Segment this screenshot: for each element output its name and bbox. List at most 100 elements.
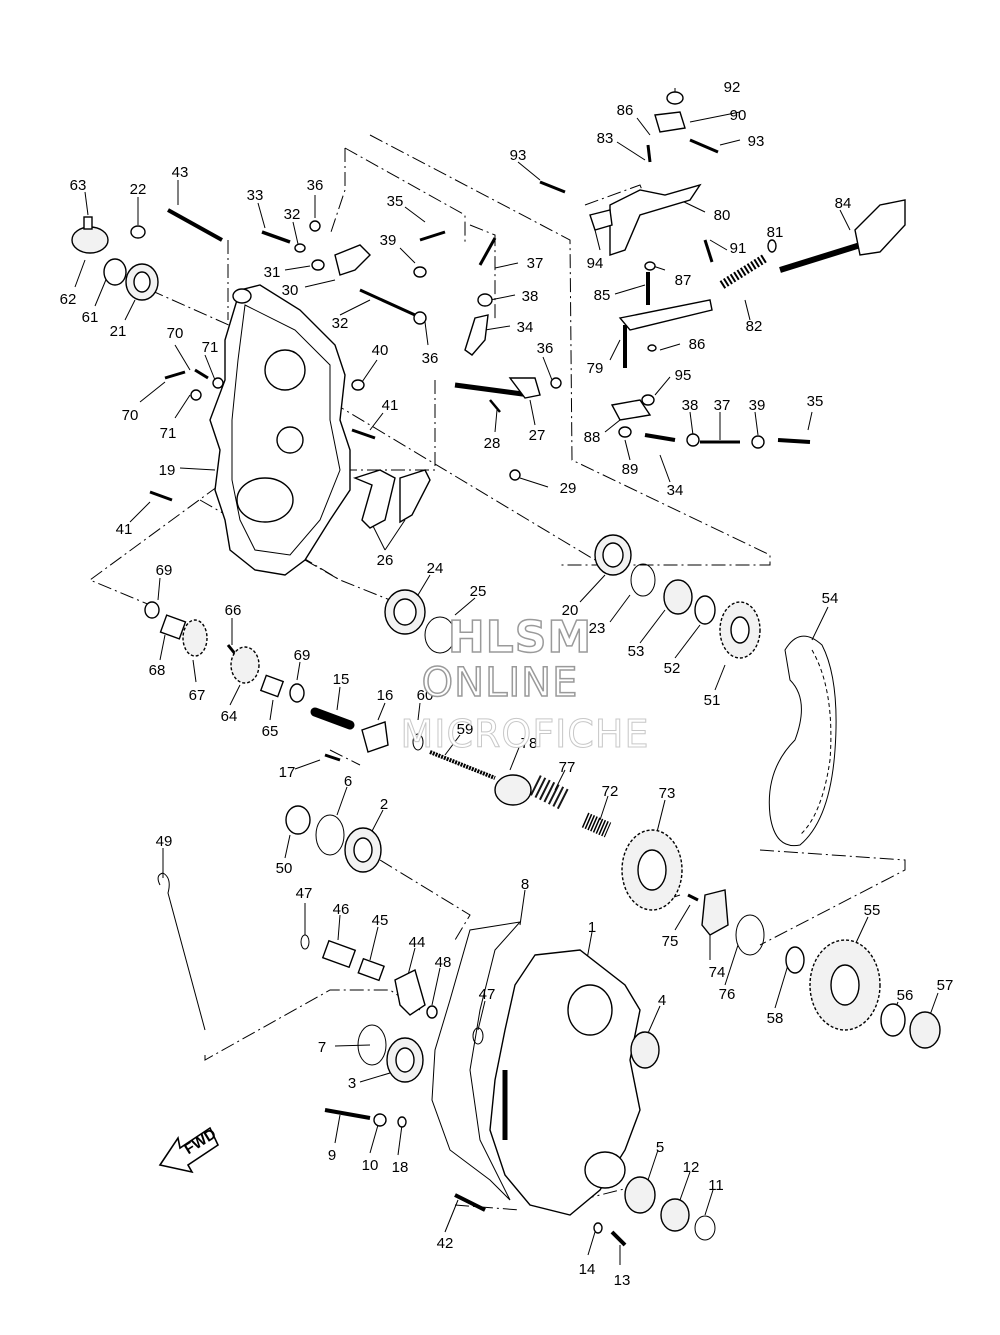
bolt-43 bbox=[167, 208, 223, 242]
callout-93b: 93 bbox=[510, 147, 527, 164]
callout-95: 95 bbox=[675, 367, 692, 384]
callout-88: 88 bbox=[584, 429, 601, 446]
callout-72: 72 bbox=[602, 783, 619, 800]
callout-52: 52 bbox=[664, 660, 681, 677]
washer-81 bbox=[767, 239, 777, 253]
pin-28 bbox=[489, 399, 501, 413]
callout-58: 58 bbox=[767, 1010, 784, 1027]
callout-89: 89 bbox=[622, 461, 639, 478]
callout-4: 4 bbox=[658, 992, 666, 1009]
seal-4 bbox=[630, 1031, 660, 1069]
callout-86a: 86 bbox=[617, 102, 634, 119]
callout-18: 18 bbox=[392, 1159, 409, 1176]
callout-84: 84 bbox=[835, 195, 852, 212]
left-cover-assembly bbox=[71, 208, 562, 576]
callout-83: 83 bbox=[597, 130, 614, 147]
callout-28: 28 bbox=[484, 435, 501, 452]
callout-2: 2 bbox=[380, 796, 388, 813]
bearing-65 bbox=[259, 674, 285, 698]
o-ring-29 bbox=[509, 469, 521, 481]
rod-end-34 bbox=[644, 433, 676, 442]
callout-94: 94 bbox=[587, 255, 604, 272]
callout-10: 10 bbox=[362, 1157, 379, 1174]
nut-95 bbox=[641, 394, 655, 406]
callout-45: 45 bbox=[372, 912, 389, 929]
spring-77 bbox=[530, 775, 570, 810]
callout-3: 3 bbox=[348, 1075, 356, 1092]
callout-68: 68 bbox=[149, 662, 166, 679]
bolt-70b bbox=[194, 368, 209, 380]
callout-37b: 37 bbox=[527, 255, 544, 272]
callout-92: 92 bbox=[724, 79, 741, 96]
clip-47a bbox=[300, 934, 310, 950]
bolt-70a bbox=[164, 370, 186, 380]
washer-32 bbox=[294, 243, 306, 253]
callout-35b: 35 bbox=[387, 193, 404, 210]
callout-31: 31 bbox=[264, 264, 281, 281]
circlip-25 bbox=[424, 616, 456, 654]
callout-70a: 70 bbox=[167, 325, 184, 342]
shift-lever-84 bbox=[854, 199, 906, 256]
bolt-41a bbox=[351, 428, 376, 440]
shaft-84 bbox=[779, 239, 871, 273]
collar-74 bbox=[701, 889, 729, 936]
callout-15: 15 bbox=[333, 671, 350, 688]
washer-71b bbox=[190, 389, 202, 401]
cover-dowel bbox=[232, 288, 252, 304]
callout-13: 13 bbox=[614, 1272, 631, 1289]
callout-36a: 36 bbox=[307, 177, 324, 194]
callout-75: 75 bbox=[662, 933, 679, 950]
callout-53: 53 bbox=[628, 643, 645, 660]
shaft-15 bbox=[310, 707, 355, 730]
callout-70b: 70 bbox=[122, 407, 139, 424]
callout-39a: 39 bbox=[749, 397, 766, 414]
bolt-9 bbox=[324, 1108, 371, 1120]
seal-5 bbox=[624, 1176, 656, 1214]
callout-47a: 47 bbox=[296, 885, 313, 902]
rod-end-35 bbox=[419, 230, 446, 242]
dipstick-49 bbox=[157, 872, 206, 1031]
callout-29: 29 bbox=[560, 480, 577, 497]
nut-39 bbox=[413, 266, 427, 278]
gear-64 bbox=[230, 646, 260, 684]
callout-40: 40 bbox=[372, 342, 389, 359]
callout-44: 44 bbox=[409, 934, 426, 951]
callout-82: 82 bbox=[746, 318, 763, 335]
callout-48: 48 bbox=[435, 954, 452, 971]
shift-linkage-assembly bbox=[539, 91, 906, 449]
callout-91: 91 bbox=[730, 240, 747, 257]
collar-89 bbox=[618, 426, 632, 438]
callout-16: 16 bbox=[377, 687, 394, 704]
callout-81: 81 bbox=[767, 224, 784, 241]
spacer-52 bbox=[694, 595, 716, 625]
bracket-44 bbox=[394, 968, 426, 1016]
bracket-90 bbox=[654, 111, 686, 133]
bolt-33 bbox=[261, 230, 291, 244]
arm-88 bbox=[610, 399, 652, 421]
circlip-76 bbox=[735, 914, 765, 956]
rod-end-35a bbox=[777, 438, 811, 444]
callout-38b: 38 bbox=[522, 288, 539, 305]
pin-83 bbox=[646, 144, 652, 163]
bearing-56 bbox=[880, 1003, 906, 1037]
bushing-45 bbox=[357, 957, 385, 982]
callout-77: 77 bbox=[559, 759, 576, 776]
callout-80: 80 bbox=[714, 207, 731, 224]
washer-18 bbox=[397, 1116, 407, 1128]
drive-chain-54 bbox=[768, 635, 837, 847]
callout-47b: 47 bbox=[479, 986, 496, 1003]
callout-87: 87 bbox=[675, 272, 692, 289]
seal-12 bbox=[660, 1198, 690, 1232]
pin-32 bbox=[359, 288, 416, 317]
callout-66: 66 bbox=[225, 602, 242, 619]
nut-38 bbox=[477, 293, 493, 307]
arm-79 bbox=[618, 299, 713, 331]
plate-16 bbox=[361, 721, 389, 753]
callout-60: 60 bbox=[417, 687, 434, 704]
bolt-42 bbox=[454, 1193, 486, 1212]
callout-41b: 41 bbox=[116, 521, 133, 538]
callout-65: 65 bbox=[262, 723, 279, 740]
link-26b bbox=[399, 469, 431, 524]
nut-39a bbox=[751, 435, 765, 449]
callout-12: 12 bbox=[683, 1159, 700, 1176]
